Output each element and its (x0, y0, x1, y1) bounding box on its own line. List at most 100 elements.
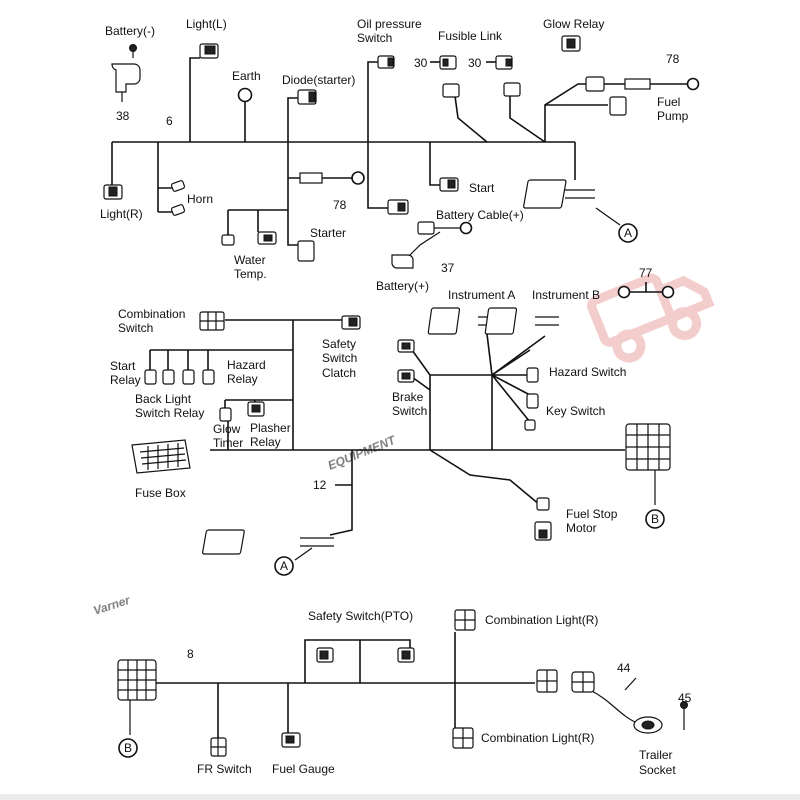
label-plasher-relay-1: Plasher (250, 421, 291, 435)
section2-labels: Combination Switch Instrument A Instrume… (110, 266, 659, 573)
label-fusible-link: Fusible Link (438, 29, 503, 43)
watermark-script-text: Varner (92, 593, 133, 618)
ref-b-circle-section3 (118, 738, 138, 758)
instrument-b-connector (484, 307, 559, 335)
label-glow-timer-2: Timer (213, 436, 243, 450)
footer-strip (0, 794, 800, 800)
key-switch-connector-2 (524, 419, 536, 431)
fuel-stop-motor-connector-2 (534, 521, 552, 541)
label-battery-negative: Battery(-) (105, 24, 155, 38)
label-num-6: 6 (166, 114, 173, 128)
label-trailer-socket-2: Socket (639, 763, 676, 777)
fuel-pump-fuse (624, 78, 651, 90)
label-num-77: 77 (639, 266, 653, 280)
label-num-78a: 78 (666, 52, 680, 66)
horn-connector-1 (170, 180, 186, 192)
label-light-left: Light(L) (186, 17, 227, 31)
fusible-link-1-lower-connector (442, 83, 460, 98)
fusible-link-2-lower-connector (503, 82, 521, 97)
section1-components (103, 35, 700, 269)
label-ref-a-section2: A (280, 559, 288, 573)
label-safety-switch-pto: Safety Switch(PTO) (308, 609, 413, 623)
fr-switch-connector (210, 737, 227, 757)
section2-components (131, 285, 675, 576)
label-glow-timer-1: Glow (213, 422, 241, 436)
glow-relay-connector (561, 35, 581, 52)
label-fuel-gauge: Fuel Gauge (272, 762, 335, 776)
section3-labels: Safety Switch(PTO) Combination Light(R) … (124, 609, 692, 777)
fusible-link-2 (486, 55, 513, 70)
trailer-socket (633, 716, 663, 734)
safety-switch-pto-connector-1 (316, 647, 334, 663)
battery-negative-terminal (111, 44, 141, 102)
section3-wiring (129, 632, 685, 740)
watermark-truck-icon (587, 273, 715, 363)
brake-switch-connector-2 (397, 369, 415, 383)
label-fuse-box: Fuse Box (135, 486, 186, 500)
label-light-right: Light(R) (100, 207, 143, 221)
fuel-stop-motor-connector-1 (536, 497, 550, 511)
battery-cable-ring-terminal (459, 221, 473, 235)
combination-light-r-top-connector (454, 609, 476, 631)
label-combination-light-r-top: Combination Light(R) (485, 613, 598, 627)
trailer-side-connector (536, 669, 558, 693)
label-start-relay-2: Relay (110, 373, 141, 387)
label-horn: Horn (187, 192, 213, 206)
battery-cable-connector (387, 199, 409, 215)
battery-positive-terminal (391, 254, 414, 269)
glow-timer-connector (219, 407, 232, 422)
fuse-box (131, 439, 191, 474)
label-num-37: 37 (441, 261, 455, 275)
section1-wiring (111, 57, 688, 259)
ref-a-circle-section1 (618, 223, 638, 243)
label-oil-pressure-1: Oil pressure (357, 17, 422, 31)
label-plasher-relay-2: Relay (250, 435, 281, 449)
battery-positive-connector-small (417, 221, 435, 235)
fuel-gauge-connector (281, 732, 301, 748)
connector-b-section2 (625, 423, 671, 471)
ref-a-circle-section2 (274, 556, 294, 576)
label-water-temp-2: Temp. (234, 267, 267, 281)
earth-ring-terminal (237, 87, 253, 103)
water-temp-connector-2 (257, 231, 277, 245)
watermark-block-text: EQUIPMENT (326, 432, 399, 472)
combination-light-r-bottom-connector (452, 727, 474, 749)
label-num-30a: 30 (414, 56, 428, 70)
light-left-connector (199, 43, 219, 59)
label-battery-cable: Battery Cable(+) (436, 208, 524, 222)
trailer-harness-connector (571, 671, 595, 693)
label-ref-a-section1: A (624, 226, 632, 240)
label-safety-switch-3: Clatch (322, 366, 356, 380)
starter-fuse (299, 172, 323, 184)
safety-switch-clutch-connector (341, 315, 361, 330)
label-battery-positive: Battery(+) (376, 279, 429, 293)
label-instrument-a: Instrument A (448, 288, 515, 302)
start-relay-connectors (144, 369, 215, 385)
label-fuel-stop-2: Motor (566, 521, 597, 535)
label-fr-switch: FR Switch (197, 762, 252, 776)
label-start-relay-1: Start (110, 359, 136, 373)
label-combination-switch-1: Combination (118, 307, 185, 321)
label-starter: Starter (310, 226, 346, 240)
section3-components (117, 609, 688, 758)
ref-b-circle-section2 (645, 509, 665, 529)
label-safety-switch-1: Safety (322, 337, 356, 351)
hazard-switch-connector (526, 367, 539, 383)
starter-connector (297, 240, 315, 262)
starter-ring-terminal (351, 171, 365, 185)
label-start: Start (469, 181, 495, 195)
label-instrument-b: Instrument B (532, 288, 600, 302)
plasher-relay-connector (247, 401, 265, 417)
label-num-44: 44 (617, 661, 631, 675)
label-fuel-stop-1: Fuel Stop (566, 507, 618, 521)
label-back-light-1: Back Light (135, 392, 192, 406)
label-combination-light-r-bottom: Combination Light(R) (481, 731, 594, 745)
label-combination-switch-2: Switch (118, 321, 153, 335)
fuel-pump-side-connector (609, 96, 627, 116)
horn-connector-2 (170, 204, 186, 216)
label-fuel-pump-2: Pump (657, 109, 689, 123)
label-ref-b-section2: B (651, 512, 659, 526)
label-ref-b-section3: B (124, 741, 132, 755)
light-right-connector (103, 184, 123, 200)
